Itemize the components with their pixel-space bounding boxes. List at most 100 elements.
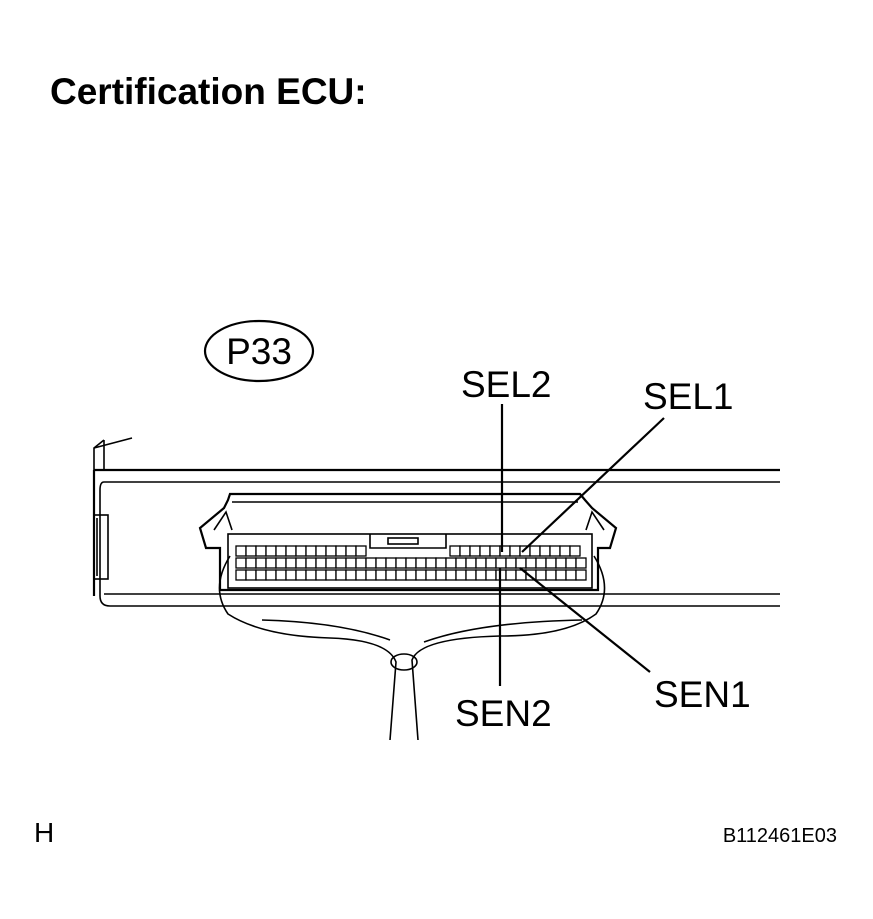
terminal-cavity <box>295 569 307 581</box>
terminal-cavity <box>295 557 307 569</box>
leader-sen1 <box>519 567 651 673</box>
terminal-cavity <box>505 569 517 581</box>
terminal-cavity <box>425 557 437 569</box>
terminal-cavity <box>375 557 387 569</box>
terminal-cavity <box>375 569 387 581</box>
terminal-cavity <box>569 545 581 557</box>
terminal-cavity <box>455 569 467 581</box>
terminal-cavity <box>295 545 307 557</box>
terminal-cavity <box>255 557 267 569</box>
terminal-cavity <box>235 557 247 569</box>
terminal-cavity <box>445 557 457 569</box>
terminal-cavity <box>505 557 517 569</box>
terminal-cavity <box>255 545 267 557</box>
terminal-cavity <box>315 569 327 581</box>
terminal-cavity <box>459 545 471 557</box>
terminal-cavity <box>265 569 277 581</box>
terminal-cavity <box>355 557 367 569</box>
terminal-label-sen1: SEN1 <box>654 674 751 715</box>
terminal-cavity <box>559 545 571 557</box>
terminal-cavity <box>305 557 317 569</box>
terminal-cavity <box>285 545 297 557</box>
ecu-housing <box>92 437 780 607</box>
terminal-cavity <box>489 545 501 557</box>
terminal-cavity <box>385 569 397 581</box>
terminal-cavity <box>345 545 357 557</box>
terminal-cavity <box>285 557 297 569</box>
terminal-cavity <box>485 569 497 581</box>
terminal-cavity <box>355 569 367 581</box>
terminal-cavity <box>549 545 561 557</box>
terminal-cavity <box>275 557 287 569</box>
terminal-cavity <box>575 557 587 569</box>
terminal-cavity <box>395 569 407 581</box>
terminal-label-sel1: SEL1 <box>643 376 734 417</box>
terminal-cavity <box>235 545 247 557</box>
terminal-cavity <box>325 569 337 581</box>
terminal-cavity <box>335 545 347 557</box>
terminal-cavity <box>385 557 397 569</box>
terminal-cavity <box>515 557 527 569</box>
terminal-cavity <box>565 569 577 581</box>
terminal-cavity <box>535 557 547 569</box>
terminal-cavity <box>415 569 427 581</box>
terminal-cavity <box>469 545 481 557</box>
diagram-title: Certification ECU: <box>50 71 367 112</box>
terminal-cavity <box>245 545 257 557</box>
terminal-cavity <box>529 545 541 557</box>
terminal-cavity <box>509 545 521 557</box>
connector-code-oval <box>203 319 315 383</box>
terminal-cavity <box>335 557 347 569</box>
terminal-cavity <box>395 557 407 569</box>
terminal-cavity <box>365 569 377 581</box>
terminal-cavity <box>315 545 327 557</box>
terminal-cavity <box>265 545 277 557</box>
terminal-cavity <box>235 569 247 581</box>
leader-sel1 <box>521 417 665 553</box>
terminal-cavity <box>405 557 417 569</box>
terminal-cavity <box>555 569 567 581</box>
terminal-cavity <box>245 557 257 569</box>
footer-left-code: H <box>34 817 54 848</box>
terminal-cavity <box>325 545 337 557</box>
terminal-cavity <box>539 545 551 557</box>
connector-code-label: P33 <box>226 331 292 372</box>
terminal-label-sel2: SEL2 <box>461 364 552 405</box>
terminal-cavity <box>345 569 357 581</box>
terminal-cavity <box>535 569 547 581</box>
terminal-cavity <box>485 557 497 569</box>
terminal-cavity <box>425 569 437 581</box>
terminal-cavity <box>255 569 267 581</box>
terminal-cavity <box>405 569 417 581</box>
terminal-cavity <box>475 569 487 581</box>
terminal-cavity <box>575 569 587 581</box>
terminal-cavity <box>245 569 257 581</box>
terminal-cavity <box>475 557 487 569</box>
terminal-cavity <box>435 557 447 569</box>
connector-code-badge: P33 <box>203 319 315 383</box>
terminal-cavity <box>495 557 507 569</box>
terminal-cavity <box>445 569 457 581</box>
terminal-cavity <box>455 557 467 569</box>
terminal-cavity <box>415 557 427 569</box>
terminal-cavity <box>275 545 287 557</box>
terminal-cavity <box>275 569 287 581</box>
terminal-cavity <box>479 545 491 557</box>
terminal-cavity <box>345 557 357 569</box>
figure-id: B112461E03 <box>723 825 837 847</box>
terminal-cavity <box>465 569 477 581</box>
terminal-cavity <box>285 569 297 581</box>
terminal-cavity <box>335 569 347 581</box>
terminal-label-sen2: SEN2 <box>455 693 552 734</box>
terminal-cavity <box>325 557 337 569</box>
terminal-leaders <box>498 404 665 686</box>
terminal-cavity <box>525 557 537 569</box>
terminal-cavity <box>355 545 367 557</box>
connector-p33 <box>198 492 618 741</box>
terminal-cavity <box>555 557 567 569</box>
terminal-cavity <box>305 545 317 557</box>
terminal-cavity <box>465 557 477 569</box>
terminal-cavity <box>305 569 317 581</box>
terminal-cavity <box>265 557 277 569</box>
terminal-cavities <box>235 545 587 581</box>
